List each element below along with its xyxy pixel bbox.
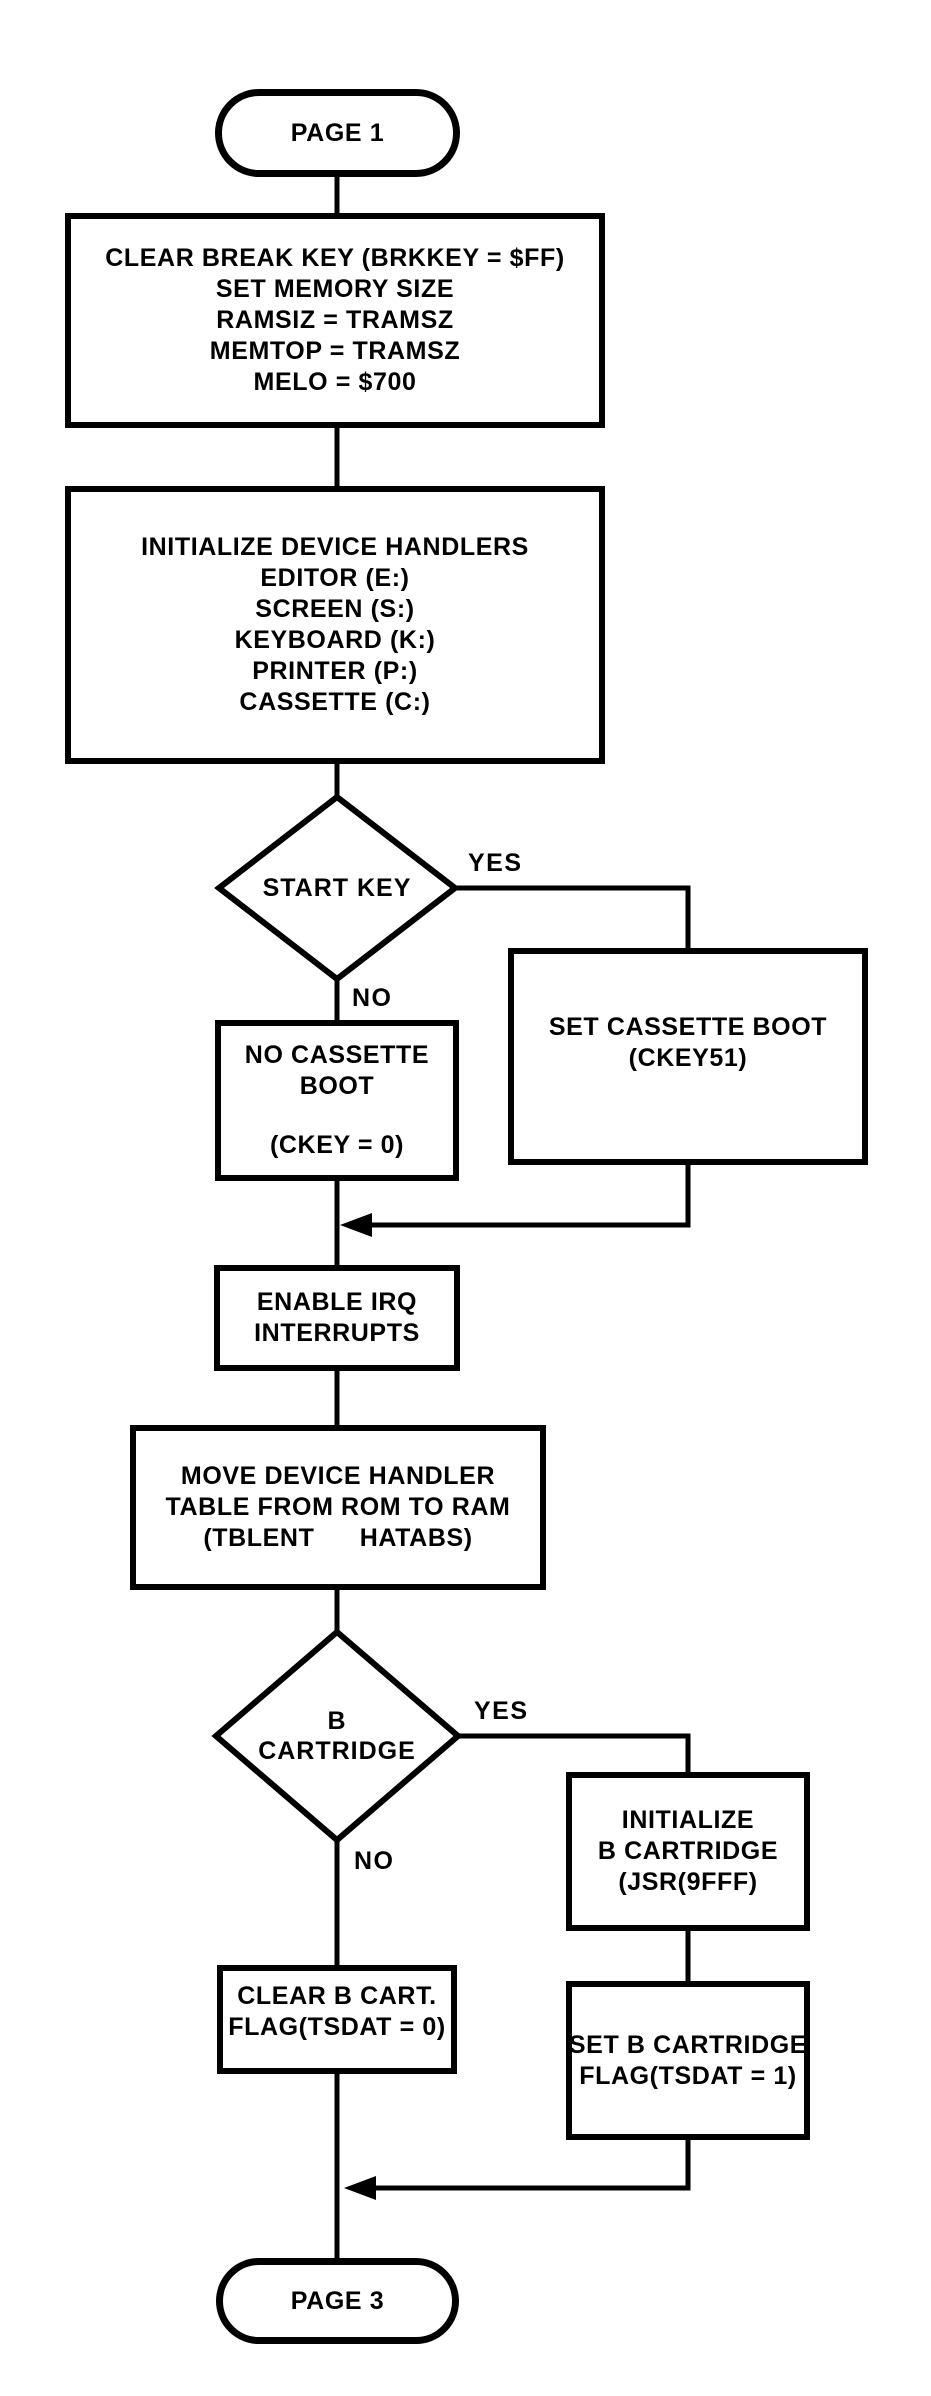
process-line: PRINTER (P:) bbox=[252, 657, 418, 685]
process-line: BOOT bbox=[299, 1072, 375, 1100]
process-line: CASSETTE (C:) bbox=[239, 688, 431, 716]
process-line: INITIALIZE DEVICE HANDLERS bbox=[141, 533, 529, 561]
process-line: INTERRUPTS bbox=[254, 1319, 420, 1347]
process-line: SCREEN (S:) bbox=[255, 595, 415, 623]
process-line: FLAG(TSDAT = 1) bbox=[579, 2061, 797, 2090]
process-line: SET MEMORY SIZE bbox=[215, 275, 455, 303]
process-initialize-device-handlers: INITIALIZE DEVICE HANDLERS EDITOR (E:) S… bbox=[65, 486, 605, 764]
process-line: CLEAR BREAK KEY (BRKKEY = $FF) bbox=[105, 244, 565, 272]
process-line: B CARTRIDGE bbox=[597, 1837, 779, 1865]
process-line: INITIALIZE bbox=[621, 1806, 755, 1834]
decision-start-key-shape bbox=[214, 793, 460, 983]
process-line: MOVE DEVICE HANDLER bbox=[180, 1462, 496, 1490]
process-enable-irq-interrupts: ENABLE IRQ INTERRUPTS bbox=[214, 1265, 460, 1371]
b-cartridge-no-label: NO bbox=[354, 1847, 395, 1875]
process-line: (CKEY51) bbox=[628, 1044, 748, 1072]
process-line: SET CASSETTE BOOT bbox=[548, 1013, 828, 1041]
process-line: ENABLE IRQ bbox=[256, 1288, 418, 1316]
decision-start-key-label: START KEY bbox=[262, 874, 412, 902]
process-line: FLAG(TSDAT = 0) bbox=[228, 2013, 446, 2041]
start-key-no-label: NO bbox=[352, 984, 393, 1012]
process-line: (JSR(9FFF) bbox=[618, 1868, 758, 1896]
terminal-page-1-label: PAGE 1 bbox=[290, 118, 385, 147]
terminal-page-3: PAGE 3 bbox=[216, 2258, 459, 2344]
process-clear-b-cart-flag: CLEAR B CART. FLAG(TSDAT = 0) bbox=[217, 1965, 457, 2074]
terminal-page-3-label: PAGE 3 bbox=[290, 2286, 385, 2315]
process-line: SET B CARTRIDGE bbox=[568, 2030, 808, 2059]
process-line: NO CASSETTE bbox=[244, 1041, 430, 1069]
process-move-handler-table: MOVE DEVICE HANDLER TABLE FROM ROM TO RA… bbox=[130, 1425, 546, 1590]
process-clear-break-key: CLEAR BREAK KEY (BRKKEY = $FF) SET MEMOR… bbox=[65, 213, 605, 428]
process-no-cassette-boot: NO CASSETTE BOOT (CKEY = 0) bbox=[215, 1020, 459, 1181]
process-set-b-cartridge-flag: SET B CARTRIDGE FLAG(TSDAT = 1) bbox=[566, 1981, 810, 2140]
process-line: MEMTOP = TRAMSZ bbox=[209, 337, 461, 365]
connector-set-cassette-merge bbox=[368, 1163, 691, 1228]
process-line: (CKEY = 0) bbox=[269, 1131, 405, 1159]
process-line: MELO = $700 bbox=[253, 368, 417, 396]
terminal-page-1: PAGE 1 bbox=[215, 89, 460, 177]
arrowhead-set-b-merge bbox=[344, 2176, 376, 2200]
process-line: TABLE FROM ROM TO RAM bbox=[165, 1493, 511, 1521]
connector-start-key-yes-branch bbox=[455, 885, 691, 950]
connector-set-b-merge bbox=[372, 2140, 691, 2191]
process-initialize-b-cartridge: INITIALIZE B CARTRIDGE (JSR(9FFF) bbox=[566, 1772, 810, 1931]
process-line: RAMSIZ = TRAMSZ bbox=[216, 306, 454, 334]
process-line: CLEAR B CART. bbox=[237, 1982, 437, 2010]
decision-b-cartridge-shape bbox=[211, 1628, 463, 1844]
decision-b-cartridge-label: B CARTRIDGE bbox=[258, 1707, 416, 1765]
process-line: KEYBOARD (K:) bbox=[234, 626, 436, 654]
process-line: (TBLENT HATABS) bbox=[203, 1524, 473, 1552]
start-key-yes-label: YES bbox=[468, 849, 523, 877]
arrowhead-set-cassette-merge bbox=[340, 1213, 372, 1237]
process-set-cassette-boot: SET CASSETTE BOOT (CKEY51) bbox=[508, 948, 868, 1165]
connector-b-cartridge-yes-branch bbox=[458, 1733, 691, 1772]
process-line: EDITOR (E:) bbox=[260, 564, 410, 592]
b-cartridge-yes-label: YES bbox=[474, 1697, 529, 1725]
